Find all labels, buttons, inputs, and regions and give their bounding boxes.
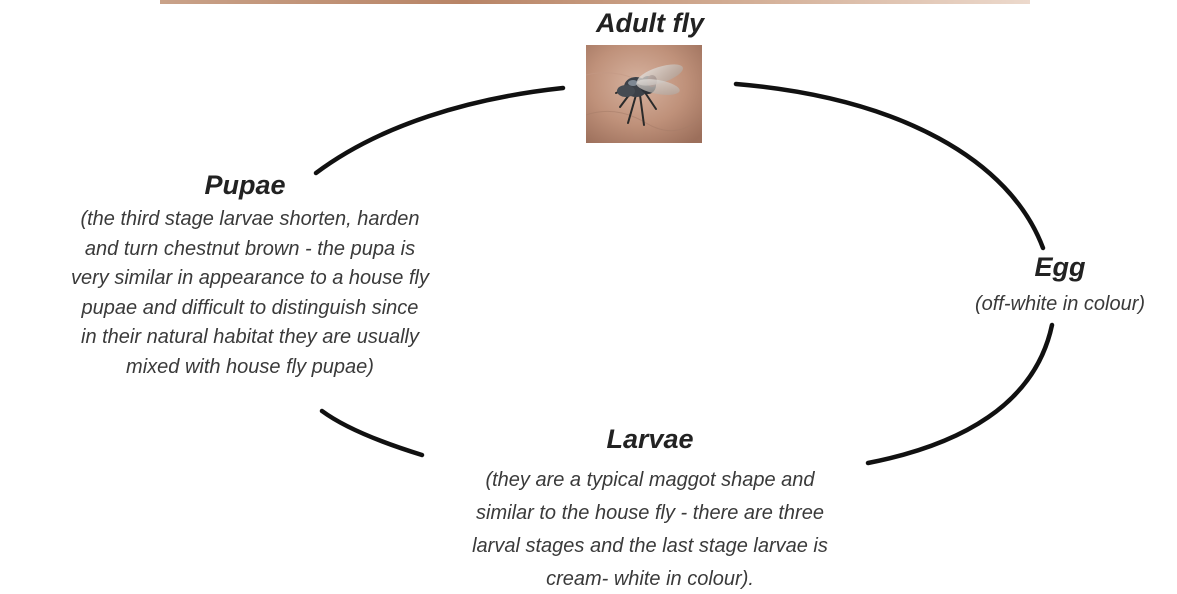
arc-larvae-to-pupae <box>322 411 422 455</box>
larvae-description: (they are a typical maggot shape and sim… <box>390 464 910 594</box>
pupae-title: Pupae <box>165 170 325 201</box>
egg-description: (off-white in colour) <box>930 290 1177 319</box>
pupae-description-line: very similar in appearance to a house fl… <box>0 264 500 294</box>
pupae-description-line: in their natural habitat they are usuall… <box>0 323 500 353</box>
egg-title: Egg <box>980 252 1140 283</box>
larvae-title: Larvae <box>570 424 730 455</box>
pupae-description-line: pupae and difficult to distinguish since <box>0 294 500 324</box>
pupae-description-line: and turn chestnut brown - the pupa is <box>0 235 500 265</box>
fly-photo <box>586 45 702 143</box>
arc-egg-to-larvae <box>868 325 1052 463</box>
larvae-description-line: cream- white in colour). <box>390 563 910 594</box>
larvae-description-line: (they are a typical maggot shape and <box>390 464 910 497</box>
pupae-description-line: mixed with house fly pupae) <box>0 353 500 383</box>
pupae-description: (the third stage larvae shorten, harden … <box>0 205 500 382</box>
arc-adult-to-egg <box>736 84 1043 248</box>
arc-pupae-to-adult <box>316 88 563 173</box>
egg-description-line: (off-white in colour) <box>930 290 1177 319</box>
adult-fly-title: Adult fly <box>570 8 730 39</box>
pupae-description-line: (the third stage larvae shorten, harden <box>0 205 500 235</box>
larvae-description-line: similar to the house fly - there are thr… <box>390 497 910 530</box>
larvae-description-line: larval stages and the last stage larvae … <box>390 530 910 563</box>
